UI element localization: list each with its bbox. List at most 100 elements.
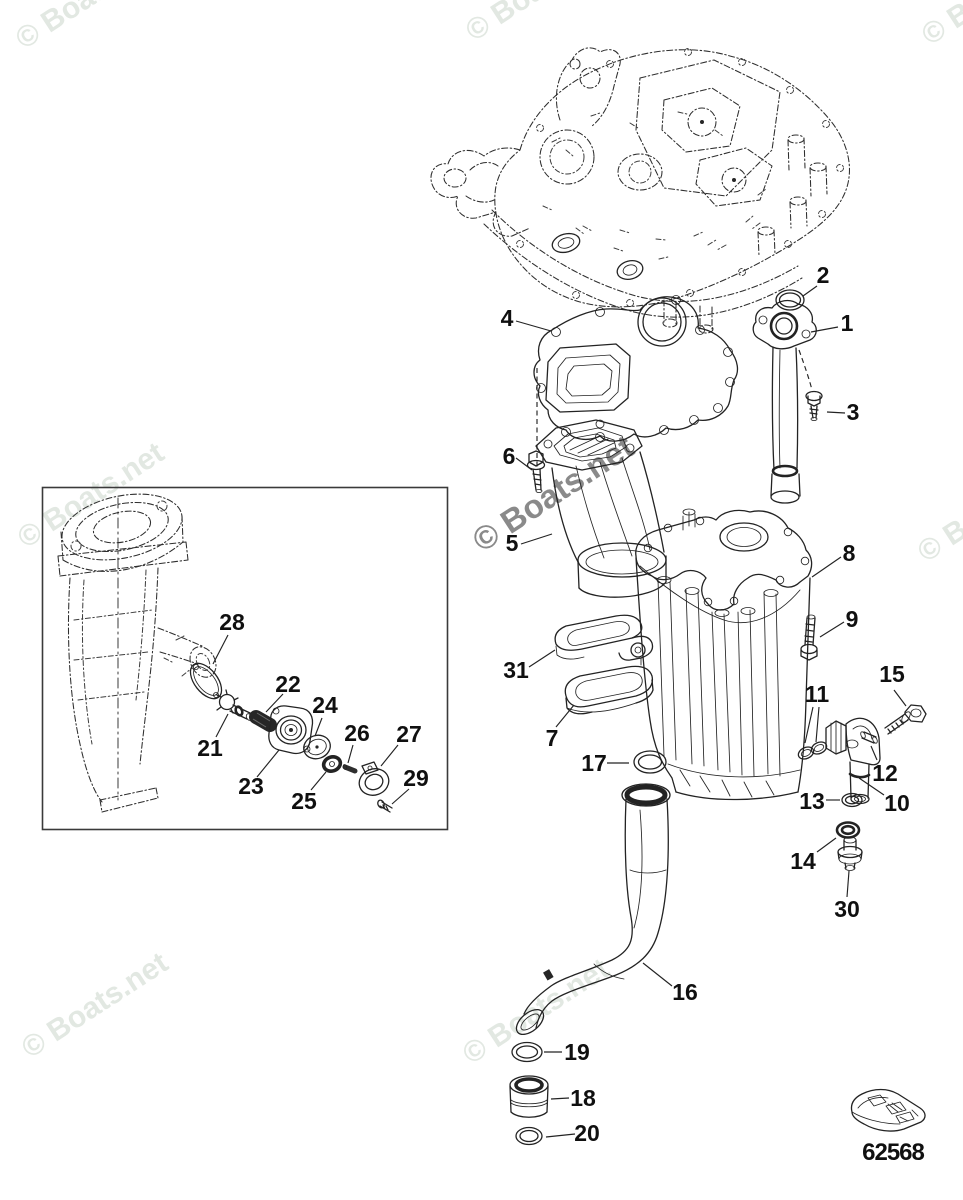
watermarks: © Boats.net © Boats.net © Boats.net © Bo… bbox=[10, 0, 963, 1071]
part-disc-24 bbox=[303, 734, 331, 760]
callout-label-6: 6 bbox=[503, 443, 516, 469]
part-oring-17 bbox=[633, 750, 667, 774]
tube-clip bbox=[543, 969, 554, 981]
callout-label-3: 3 bbox=[847, 399, 860, 425]
part-bolt-9 bbox=[800, 614, 818, 661]
part-oring-19 bbox=[511, 1041, 543, 1063]
callout-9: 9 bbox=[819, 606, 859, 638]
watermark-top-right: © Boats.net bbox=[916, 0, 963, 52]
part-elbow-10 bbox=[825, 717, 881, 805]
watermark-top-center: © Boats.net bbox=[460, 0, 618, 48]
callout-8: 8 bbox=[811, 540, 856, 578]
watermark-bottom-left: © Boats.net bbox=[16, 946, 174, 1065]
callout-label-15: 15 bbox=[879, 661, 905, 687]
part-sleeve-18 bbox=[509, 1075, 549, 1118]
part-exhaust-pipe-5 bbox=[535, 419, 667, 598]
callout-31: 31 bbox=[503, 649, 556, 683]
callout-15: 15 bbox=[879, 661, 907, 707]
callout-label-1: 1 bbox=[841, 310, 854, 336]
callout-label-2: 2 bbox=[817, 262, 830, 288]
callout-label-16: 16 bbox=[672, 979, 698, 1005]
callout-label-7: 7 bbox=[546, 725, 559, 751]
watermark-inset-corner: © Boats.net bbox=[12, 436, 170, 555]
callout-16: 16 bbox=[642, 962, 698, 1005]
callout-label-14: 14 bbox=[790, 848, 816, 874]
callout-label-20: 20 bbox=[574, 1120, 600, 1146]
part-gasket-28 bbox=[189, 662, 223, 700]
callout-label-22: 22 bbox=[275, 671, 301, 697]
callout-label-28: 28 bbox=[219, 609, 245, 635]
callout-1: 1 bbox=[810, 310, 854, 336]
callout-label-10: 10 bbox=[884, 790, 910, 816]
callout-19: 19 bbox=[544, 1039, 590, 1065]
part-oil-tube-1 bbox=[752, 299, 817, 504]
part-oring-20 bbox=[515, 1126, 543, 1146]
callout-4: 4 bbox=[501, 305, 552, 332]
callout-label-9: 9 bbox=[846, 606, 859, 632]
watermark-top-left: © Boats.net bbox=[10, 0, 168, 56]
footer: 62568 bbox=[850, 1088, 926, 1166]
callout-label-21: 21 bbox=[197, 735, 223, 761]
callout-label-24: 24 bbox=[312, 692, 338, 718]
callout-23: 23 bbox=[238, 749, 280, 799]
part-shaft-21 bbox=[216, 689, 253, 721]
boat-icon bbox=[850, 1088, 926, 1132]
callout-26: 26 bbox=[344, 720, 370, 764]
callout-5: 5 bbox=[506, 530, 553, 556]
callout-label-31: 31 bbox=[503, 657, 529, 683]
housing-bolt-holes bbox=[643, 516, 810, 607]
part-pump-housing-23 bbox=[268, 705, 314, 755]
callout-3: 3 bbox=[826, 399, 860, 425]
callout-20: 20 bbox=[545, 1120, 600, 1146]
callout-14: 14 bbox=[790, 837, 837, 874]
part-gasket-4 bbox=[533, 295, 739, 470]
assembly-line-tube-to-bolt bbox=[798, 349, 813, 391]
callout-12: 12 bbox=[870, 745, 898, 786]
callout-24: 24 bbox=[312, 692, 338, 737]
part-orings-11 bbox=[797, 741, 828, 760]
part-pin-12 bbox=[860, 731, 878, 744]
callout-29: 29 bbox=[391, 765, 429, 805]
callout-label-29: 29 bbox=[403, 765, 429, 791]
callout-label-4: 4 bbox=[501, 305, 514, 331]
driveshaft-housing-art bbox=[57, 493, 217, 813]
callout-2: 2 bbox=[802, 262, 830, 297]
part-oring-14 bbox=[835, 821, 861, 839]
callout-11: 11 bbox=[804, 681, 830, 744]
part-oring-13 bbox=[841, 792, 863, 808]
callout-label-8: 8 bbox=[843, 540, 856, 566]
inset-border bbox=[41, 486, 449, 831]
part-pin-26 bbox=[342, 764, 358, 774]
watermark-center: © Boats.net bbox=[466, 428, 640, 559]
diagram-number: 62568 bbox=[862, 1139, 924, 1166]
callout-10: 10 bbox=[858, 777, 910, 816]
part-plug-30 bbox=[837, 836, 863, 871]
callout-label-27: 27 bbox=[396, 721, 422, 747]
callout-17: 17 bbox=[581, 750, 629, 776]
callout-label-13: 13 bbox=[799, 788, 825, 814]
inset-detail-box bbox=[41, 486, 449, 831]
part-roller-22 bbox=[249, 710, 277, 732]
callout-18: 18 bbox=[550, 1085, 596, 1111]
watermark-bottom-center: © Boats.net bbox=[457, 952, 615, 1071]
callout-13: 13 bbox=[799, 788, 840, 814]
callouts: 2 1 3 4 6 5 8 9 15 11 12 10 13 14 30 31 … bbox=[197, 262, 910, 1146]
callout-label-5: 5 bbox=[506, 530, 519, 556]
part-spacer-31 bbox=[554, 614, 654, 666]
callout-label-26: 26 bbox=[344, 720, 370, 746]
callout-label-23: 23 bbox=[238, 773, 264, 799]
part-adapter-housing-8 bbox=[635, 508, 813, 801]
callout-label-11: 11 bbox=[805, 681, 830, 707]
engine-block-art bbox=[430, 47, 850, 334]
callout-30: 30 bbox=[834, 870, 860, 922]
gasket-bolt-holes bbox=[536, 295, 735, 442]
callout-28: 28 bbox=[212, 609, 245, 665]
callout-21: 21 bbox=[197, 713, 229, 761]
callout-7: 7 bbox=[546, 704, 575, 751]
callout-label-19: 19 bbox=[564, 1039, 590, 1065]
callout-25: 25 bbox=[291, 771, 327, 814]
callout-label-18: 18 bbox=[570, 1085, 596, 1111]
part-clamp-27 bbox=[358, 761, 390, 796]
